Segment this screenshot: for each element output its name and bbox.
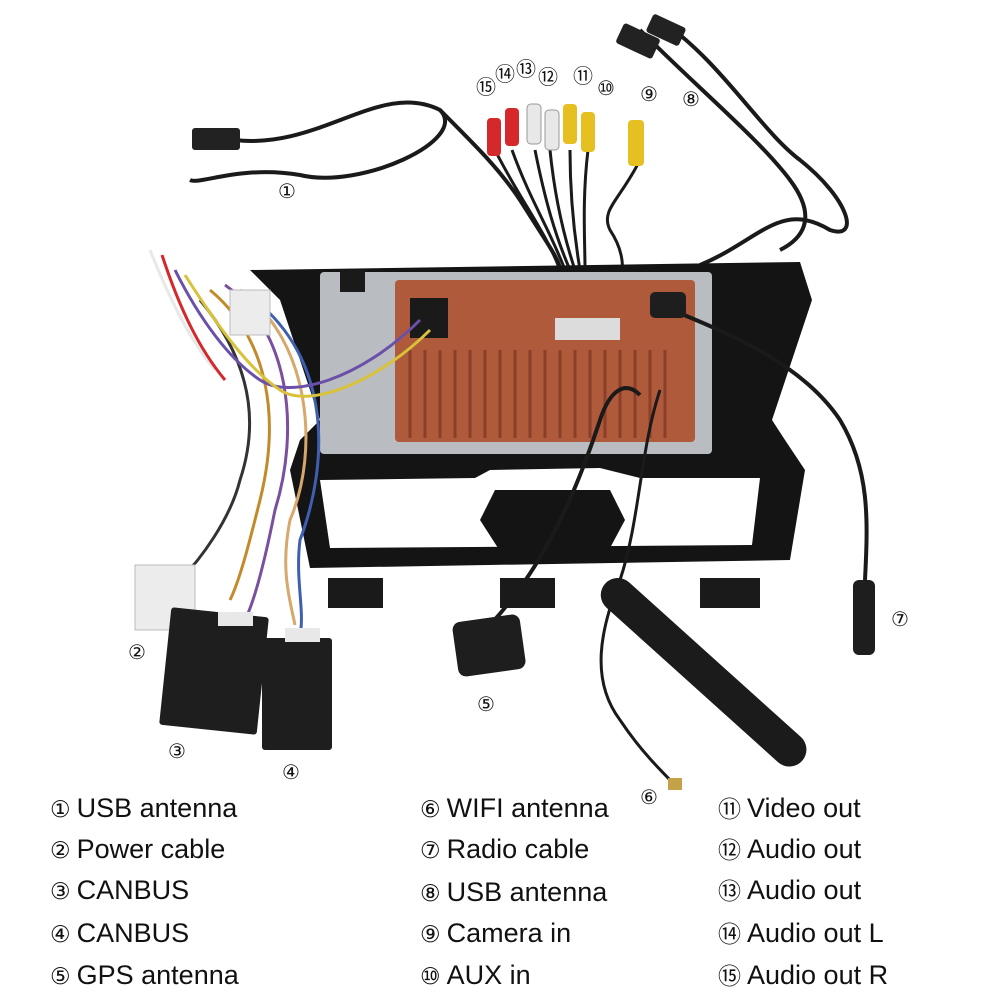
- wifi-cable: [599, 389, 682, 790]
- callout-8: ⑧: [682, 87, 700, 111]
- callout-13: ⑬: [516, 57, 536, 81]
- legend-label: CANBUS: [76, 875, 190, 905]
- callout-3: ③: [168, 739, 186, 763]
- legend-label: Power cable: [76, 834, 226, 864]
- legend-label: USB antenna: [446, 877, 608, 907]
- callout-9: ⑨: [640, 82, 658, 106]
- callout-6: ⑥: [640, 785, 658, 809]
- callout-2: ②: [128, 640, 146, 664]
- legend-label: AUX in: [446, 960, 531, 990]
- gps-cable: [488, 386, 642, 627]
- legend-number: ②: [50, 838, 71, 864]
- callout-11: ⑪: [573, 64, 593, 88]
- callout-7: ⑦: [891, 607, 909, 631]
- canbus-box-3: [159, 607, 269, 735]
- mounting-tabs: [328, 270, 760, 608]
- wifi-connector: [668, 778, 682, 790]
- heatsink-fins: [408, 350, 667, 438]
- legend-number: ⑮: [718, 964, 741, 990]
- callout-10: ⑩: [597, 76, 615, 100]
- legend-number: ④: [50, 922, 71, 948]
- legend-label: Audio out L: [747, 918, 884, 948]
- legend-label: Radio cable: [446, 834, 590, 864]
- radio-connector: [853, 580, 875, 655]
- legend-number: ⑭: [718, 922, 741, 948]
- rca-plugs: [487, 103, 644, 166]
- callout-14: ⑭: [495, 62, 515, 86]
- connector-block-2: [555, 318, 620, 340]
- callout-5: ⑤: [477, 692, 495, 716]
- legend-label: Audio out: [747, 875, 862, 905]
- harness-connector: [229, 289, 271, 336]
- legend-label: CANBUS: [76, 918, 190, 948]
- head-unit-illustration: [134, 14, 875, 790]
- canbus-box-4-plug: [285, 628, 320, 642]
- callout-4: ④: [282, 760, 300, 784]
- canbus-box-3-plug: [218, 612, 253, 626]
- frame-cutout-inner: [480, 490, 625, 548]
- legend-number: ⑪: [718, 797, 741, 823]
- legend-number: ⑦: [420, 838, 441, 864]
- legend-number: ⑩: [420, 964, 441, 990]
- callout-12: ⑫: [538, 65, 558, 89]
- legend-label: USB antenna: [76, 793, 238, 823]
- legend-number: ①: [50, 797, 71, 823]
- legend-number: ③: [50, 879, 71, 905]
- legend-number: ⑫: [718, 838, 741, 864]
- usb-connector-8b: [646, 14, 686, 46]
- legend-label: GPS antenna: [76, 960, 239, 990]
- legend-number: ⑧: [420, 881, 441, 907]
- gps-antenna-block: [452, 614, 526, 677]
- legend-number: ⑥: [420, 797, 441, 823]
- usb-antenna-cable-8: [638, 18, 849, 267]
- legend-label: WIFI antenna: [446, 793, 609, 823]
- radio-plug-hub: [650, 292, 686, 318]
- legend-number: ⑤: [50, 964, 71, 990]
- legend-label: Camera in: [446, 918, 572, 948]
- wire-harness: [148, 249, 432, 636]
- legend-number: ⑬: [718, 879, 741, 905]
- legend-label: Audio out: [747, 834, 862, 864]
- legend-number: ⑨: [420, 922, 441, 948]
- legend-label: Video out: [747, 793, 861, 823]
- wifi-antenna-rod: [600, 577, 807, 767]
- canbus-box-4: [262, 638, 332, 750]
- usb-connector-8: [616, 23, 660, 59]
- callout-1: ①: [278, 179, 296, 203]
- usb-connector-1: [192, 128, 240, 150]
- callout-15: ⑮: [476, 75, 496, 99]
- legend-label: Audio out R: [747, 960, 889, 990]
- usb-antenna-cable-1: [189, 100, 562, 271]
- radio-cable: [659, 303, 869, 581]
